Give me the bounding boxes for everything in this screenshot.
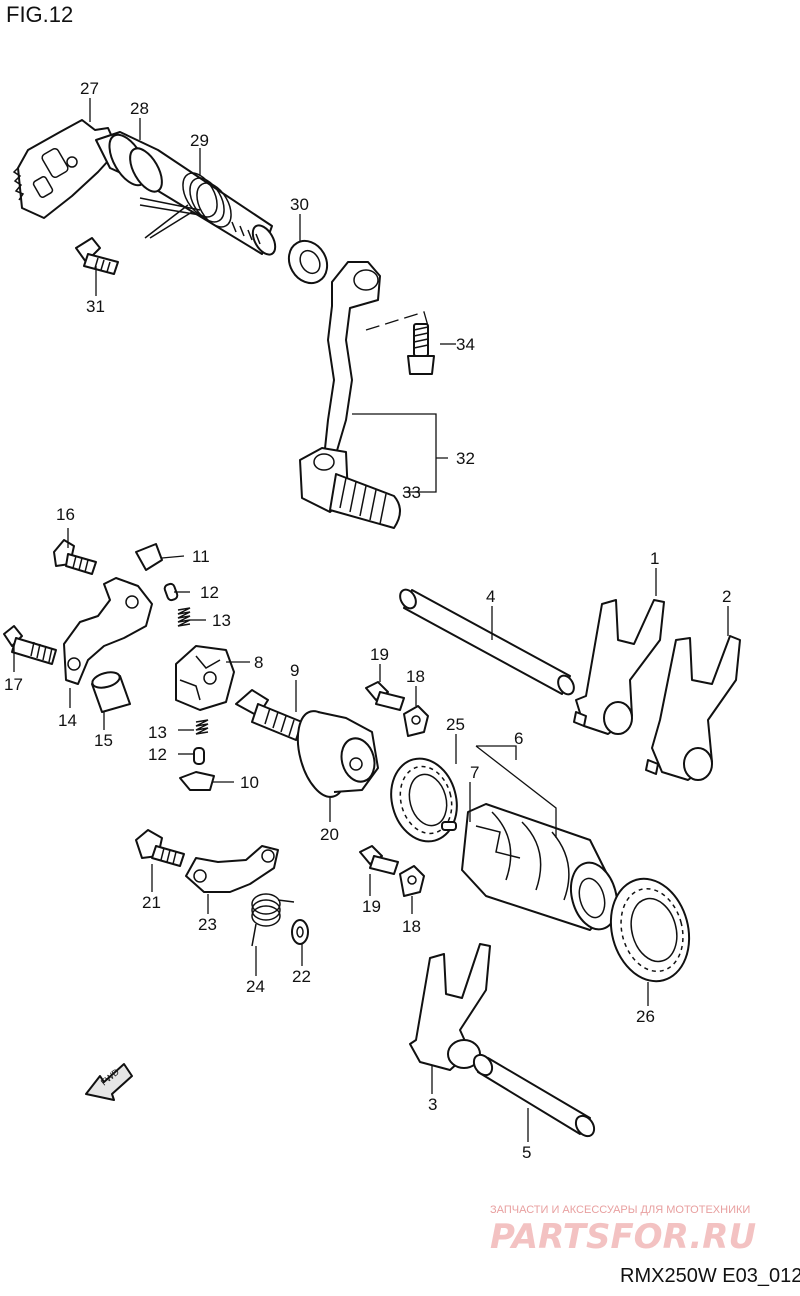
callout-13-upper: 13 bbox=[212, 611, 231, 630]
part-15-collar bbox=[91, 671, 131, 713]
callout-7: 7 bbox=[470, 763, 479, 782]
callout-10: 10 bbox=[240, 773, 259, 792]
callout-26: 26 bbox=[636, 1007, 655, 1026]
part-7-pin bbox=[441, 821, 457, 831]
part-19-screw-lower bbox=[359, 845, 399, 875]
callout-3: 3 bbox=[428, 1095, 437, 1114]
part-29-return-spring bbox=[139, 172, 232, 239]
part-31-bolt bbox=[75, 237, 119, 275]
part-5-fork-shaft bbox=[472, 1053, 596, 1138]
callout-17: 17 bbox=[4, 675, 23, 694]
callout-25: 25 bbox=[446, 715, 465, 734]
callout-20: 20 bbox=[320, 825, 339, 844]
figure-code: RMX250W E03_012 bbox=[620, 1265, 800, 1287]
callout-16: 16 bbox=[56, 505, 75, 524]
part-24-arm-spring bbox=[251, 893, 295, 947]
leader-lines bbox=[13, 98, 729, 1142]
callout-33: 33 bbox=[402, 483, 421, 502]
part-4-fork-shaft bbox=[399, 588, 575, 696]
callout-11: 11 bbox=[192, 547, 210, 566]
callout-1: 1 bbox=[650, 549, 659, 568]
part-14-shift-plate bbox=[63, 577, 153, 685]
callout-4: 4 bbox=[486, 587, 495, 606]
part-9-cam-bolt bbox=[235, 689, 303, 741]
callout-9: 9 bbox=[290, 661, 299, 680]
callout-12-lower: 12 bbox=[148, 745, 167, 764]
part-25-bearing bbox=[390, 757, 458, 843]
callout-18-lower: 18 bbox=[402, 917, 421, 936]
part-30-oil-seal bbox=[287, 239, 329, 285]
part-18-stopper-lower bbox=[399, 865, 425, 897]
part-18-stopper-upper bbox=[403, 705, 429, 737]
callout-5: 5 bbox=[522, 1143, 531, 1162]
callout-30: 30 bbox=[290, 195, 309, 214]
callout-labels: 27 28 29 30 31 34 32 33 16 11 12 13 17 1… bbox=[4, 79, 731, 1162]
callout-15: 15 bbox=[94, 731, 113, 750]
part-21-bolt bbox=[135, 829, 185, 867]
callout-2: 2 bbox=[722, 587, 731, 606]
fwd-direction-arrow: FWD bbox=[85, 1063, 133, 1101]
callout-13-lower: 13 bbox=[148, 723, 167, 742]
watermark: ЗАПЧАСТИ И АКСЕССУАРЫ ДЛЯ МОТОТЕХНИКИ PA… bbox=[490, 1204, 756, 1257]
callout-19-upper: 19 bbox=[370, 645, 389, 664]
callout-8: 8 bbox=[254, 653, 263, 672]
part-33-lever-rubber bbox=[329, 473, 401, 529]
callout-19-lower: 19 bbox=[362, 897, 381, 916]
part-13-spring-upper bbox=[177, 607, 191, 627]
callout-27: 27 bbox=[80, 79, 99, 98]
callout-14: 14 bbox=[58, 711, 77, 730]
callout-32: 32 bbox=[456, 449, 475, 468]
callout-6: 6 bbox=[514, 729, 523, 748]
part-19-screw-upper bbox=[365, 681, 405, 711]
part-20-shift-cam bbox=[296, 710, 379, 798]
part-28-shift-shaft bbox=[95, 131, 277, 256]
callout-28: 28 bbox=[130, 99, 149, 118]
callout-31: 31 bbox=[86, 297, 105, 316]
part-11-stopper bbox=[135, 543, 163, 571]
callout-24: 24 bbox=[246, 977, 265, 996]
part-10-guide bbox=[179, 771, 215, 791]
callout-23: 23 bbox=[198, 915, 217, 934]
bolt-34-dash-guide bbox=[365, 311, 429, 331]
part-16-bolt bbox=[53, 539, 97, 575]
watermark-logo: PARTSFOR.RU bbox=[490, 1217, 756, 1257]
part-6-shift-drum bbox=[461, 803, 619, 931]
part-23-shift-arm bbox=[185, 845, 279, 893]
part-12-pin-lower bbox=[193, 747, 205, 765]
part-17-long-bolt bbox=[3, 625, 57, 665]
callout-18-upper: 18 bbox=[406, 667, 425, 686]
figure-title: FIG.12 bbox=[6, 2, 73, 27]
watermark-tagline: ЗАПЧАСТИ И АКСЕССУАРЫ ДЛЯ МОТОТЕХНИКИ bbox=[490, 1204, 750, 1216]
callout-12-upper: 12 bbox=[200, 583, 219, 602]
callout-34: 34 bbox=[456, 335, 475, 354]
part-2-shift-fork bbox=[645, 635, 741, 781]
part-3-shift-fork bbox=[409, 943, 491, 1071]
part-34-lever-bolt bbox=[407, 323, 435, 375]
callout-22: 22 bbox=[292, 967, 311, 986]
part-12-pin-upper bbox=[163, 582, 179, 602]
part-26-bearing bbox=[609, 877, 691, 983]
callout-29: 29 bbox=[190, 131, 209, 150]
part-27-shift-shaft-arm bbox=[12, 119, 119, 219]
part-1-shift-fork bbox=[573, 599, 665, 735]
callout-21: 21 bbox=[142, 893, 161, 912]
part-8-shift-cam-guide bbox=[175, 645, 235, 711]
part-13-spring-lower bbox=[195, 719, 209, 735]
part-22-washer bbox=[291, 919, 309, 945]
